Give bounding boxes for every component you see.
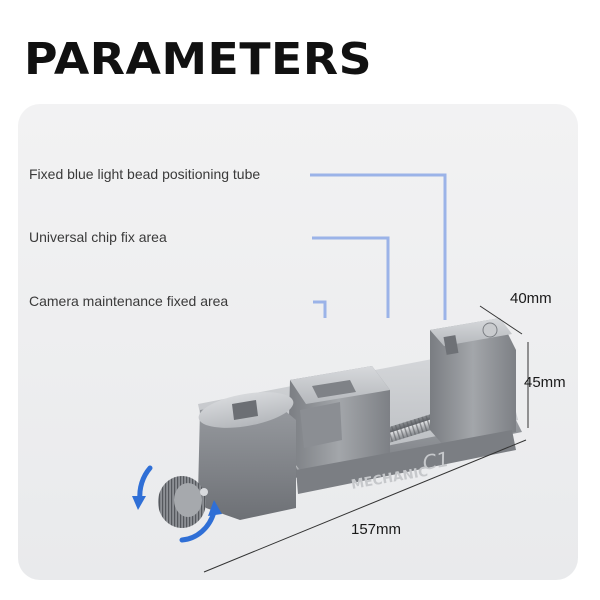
dimension-lines [203, 305, 529, 573]
callout-line-camera-area [313, 300, 327, 318]
dimension-height: 45mm [524, 374, 566, 391]
dimension-depth: 40mm [510, 290, 552, 307]
callout-positioning-tube: Fixed blue light bead positioning tube [29, 166, 261, 182]
callout-line-chip-area [312, 236, 390, 318]
callout-chip-area: Universal chip fix area [29, 229, 167, 245]
rotation-arrow-icon [132, 465, 222, 543]
callout-camera-area: Camera maintenance fixed area [29, 293, 229, 309]
dimension-line-depth [479, 305, 523, 335]
dimension-line-length [203, 439, 527, 573]
callout-line-positioning-tube [310, 173, 447, 320]
page-title: PARAMETERS [24, 34, 373, 85]
model-text: C1 [421, 447, 451, 475]
right-fixed-block [430, 318, 516, 446]
dimension-length: 157mm [351, 521, 402, 538]
callout-lines [310, 173, 447, 320]
left-end-block [198, 392, 296, 520]
adjustment-knob [158, 476, 208, 528]
center-sliding-block [288, 366, 390, 480]
